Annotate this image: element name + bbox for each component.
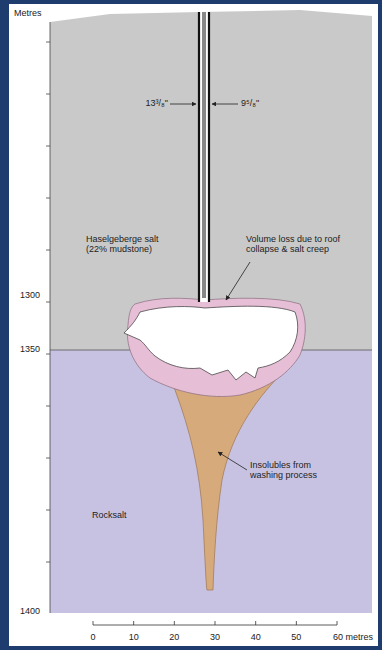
- depth-tick: [46, 250, 50, 251]
- scale-tick: [174, 621, 175, 625]
- scale-value: 60 metres: [333, 632, 373, 642]
- scale-tick: [255, 621, 256, 625]
- depth-value: 1300: [20, 290, 40, 300]
- scale-tick: [133, 621, 134, 625]
- scale-tick: [296, 621, 297, 625]
- depth-tick: [46, 562, 50, 563]
- depth-tick: [46, 510, 50, 511]
- depth-tick: [46, 302, 50, 303]
- scale-value: 20: [169, 632, 179, 642]
- depth-tick: [46, 94, 50, 95]
- axis-title: Metres: [14, 8, 42, 18]
- scale-value: 40: [251, 632, 261, 642]
- depth-tick: [46, 354, 50, 355]
- scale-value: 10: [129, 632, 139, 642]
- scale-tick: [215, 621, 216, 625]
- scale-tick: [93, 621, 94, 625]
- depth-tick: [46, 146, 50, 147]
- depth-value: 1400: [20, 606, 40, 616]
- casing-size: 13³/₈": [146, 98, 168, 108]
- depth-value: 1350: [20, 344, 40, 354]
- depth-tick: [46, 198, 50, 199]
- scale-value: 30: [210, 632, 220, 642]
- callout-text: Volume loss due to roof collapse & salt …: [246, 234, 346, 255]
- formation-label: Haselgeberge salt (22% mudstone): [86, 234, 176, 255]
- depth-tick: [46, 42, 50, 43]
- callout-text: Insolubles from washing process: [250, 460, 340, 481]
- formation-label: Rocksalt: [92, 510, 127, 520]
- casing-size: 9⁵/₈": [241, 98, 259, 108]
- depth-tick: [46, 458, 50, 459]
- depth-tick: [46, 406, 50, 407]
- scale-value: 50: [291, 632, 301, 642]
- scale-tick: [337, 621, 338, 625]
- scale-value: 0: [90, 632, 95, 642]
